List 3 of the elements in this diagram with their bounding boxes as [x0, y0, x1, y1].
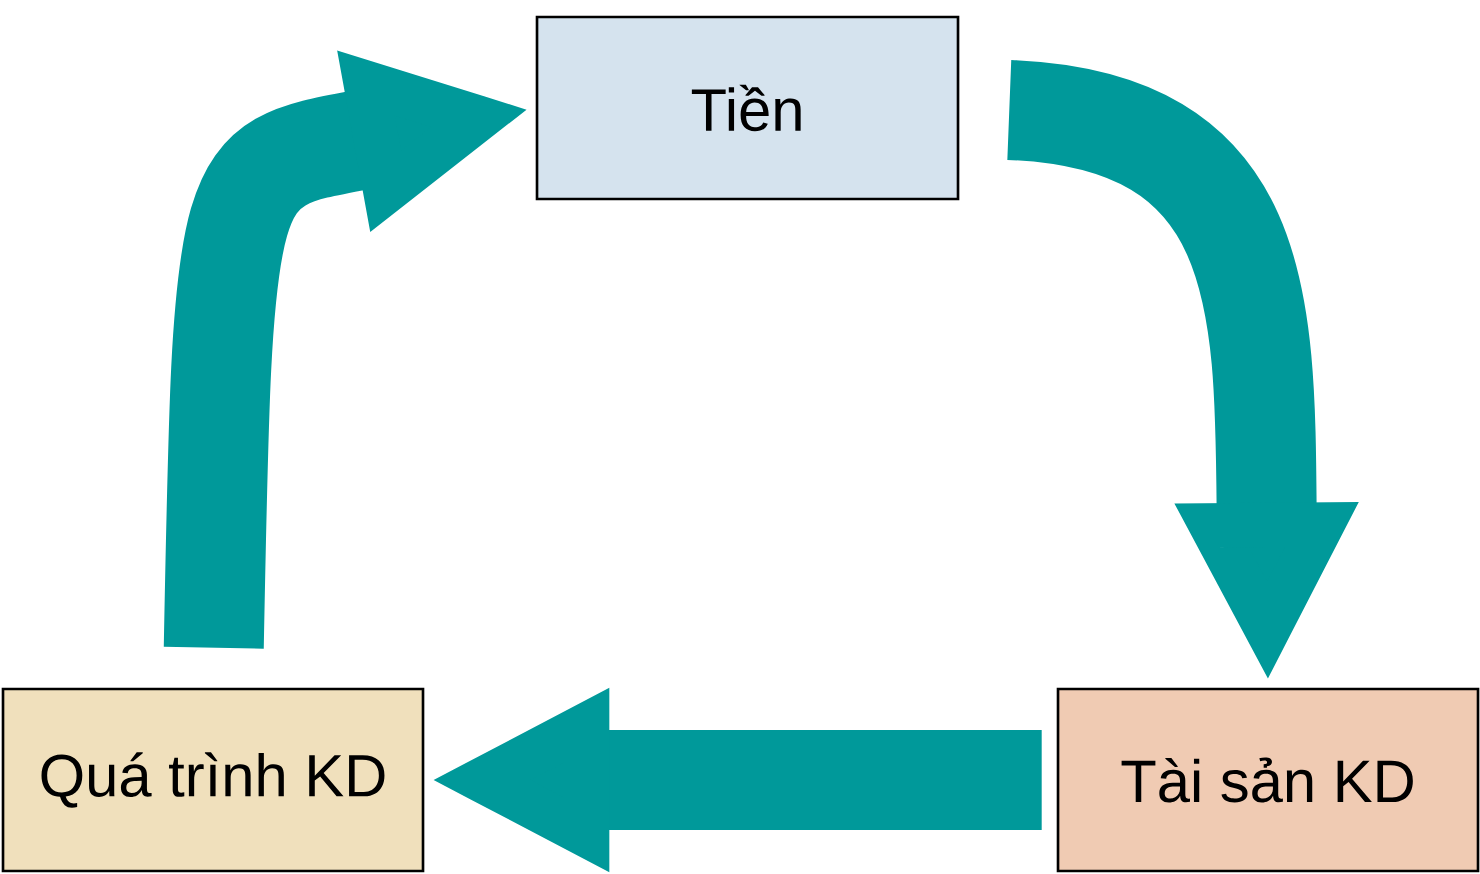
process-box: Tiền	[535, 15, 960, 201]
process-box: Tài sản KD	[1056, 687, 1480, 873]
process-box: Quá trình KD	[1, 687, 425, 873]
